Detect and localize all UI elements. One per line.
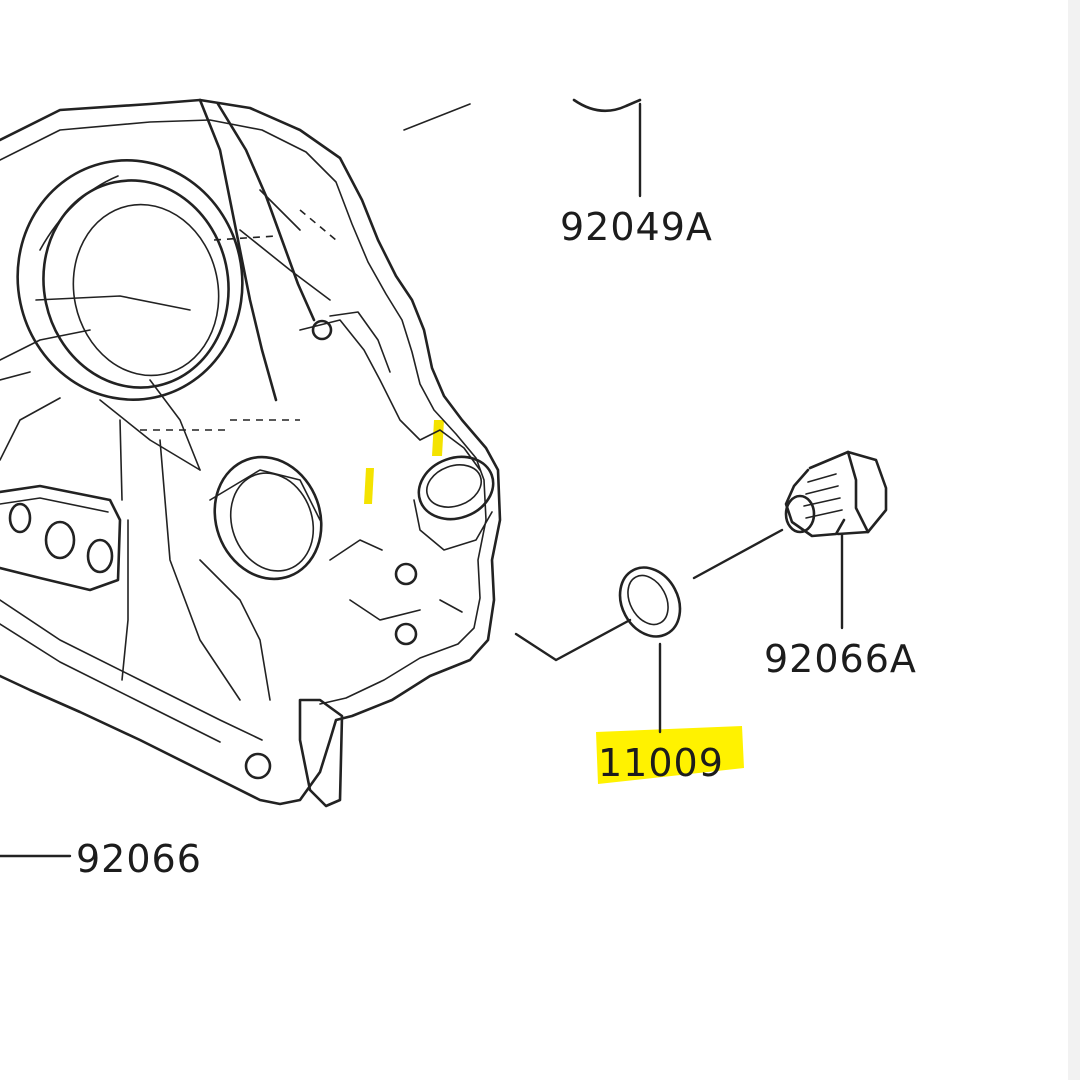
leader-lines bbox=[0, 102, 844, 858]
highlight-tick-1 bbox=[364, 468, 374, 504]
crankcase-cover-drawing bbox=[0, 98, 502, 808]
part-92049A-drawing bbox=[403, 98, 642, 131]
part-92066A-drawing bbox=[784, 450, 888, 538]
label-92049A: 92049A bbox=[560, 205, 713, 249]
highlight-marks bbox=[364, 420, 744, 784]
highlight-under-11009 bbox=[596, 726, 744, 784]
label-11009: 11009 bbox=[598, 741, 724, 785]
highlight-tick-2 bbox=[432, 420, 444, 456]
label-92066: 92066 bbox=[76, 837, 202, 881]
assembly-line-plug bbox=[692, 528, 784, 580]
right-margin bbox=[1068, 0, 1080, 1080]
assembly-line-washer bbox=[514, 618, 632, 662]
part-11009-drawing bbox=[618, 566, 682, 638]
label-92066A: 92066A bbox=[764, 637, 917, 681]
